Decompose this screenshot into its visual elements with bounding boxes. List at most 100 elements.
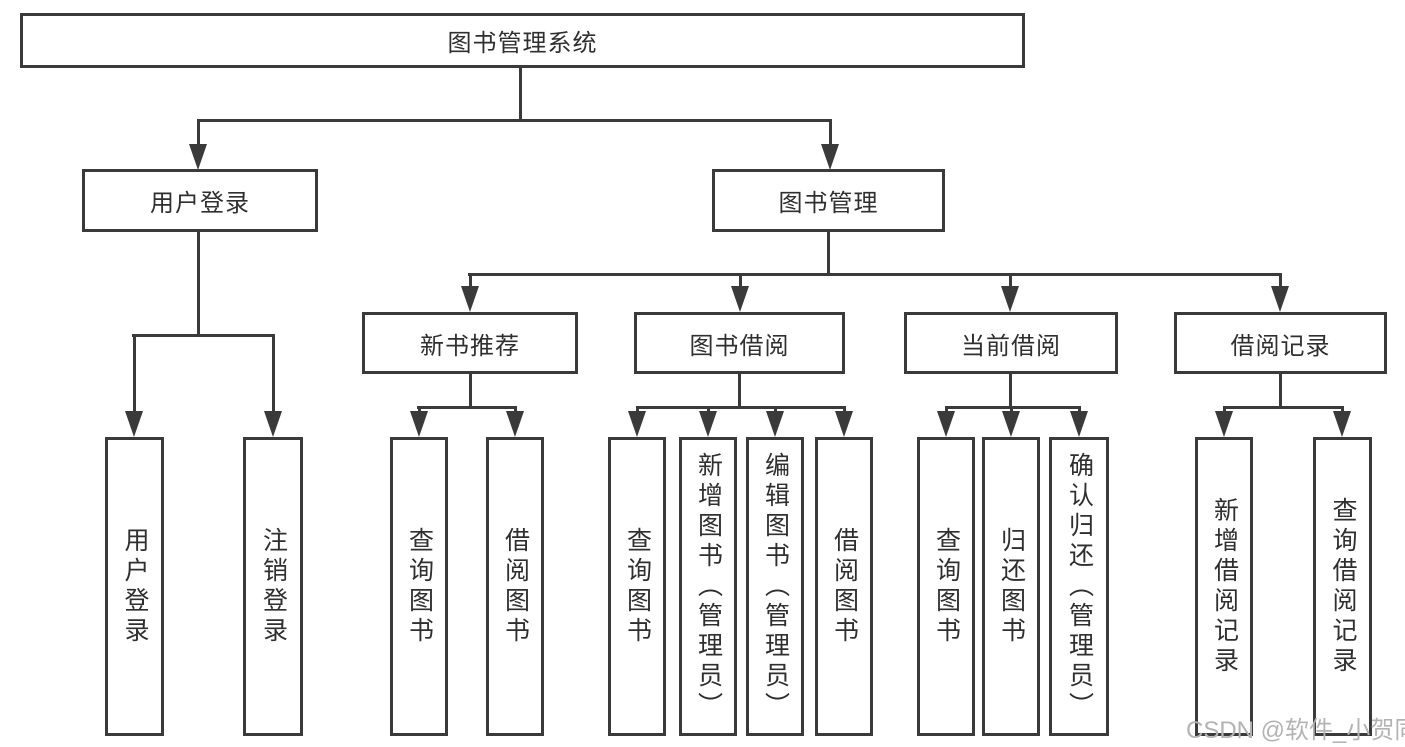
arrow-shaft — [738, 273, 742, 292]
node-library-system: 图书管理系统 — [20, 13, 1025, 68]
node-borrowing-records: 借阅记录 — [1174, 312, 1387, 374]
leaf-query-books-2-label: 查询图书 — [623, 526, 652, 647]
connector-arrow-borrow-books-2 — [835, 406, 853, 437]
connector-stem-borrowing-records — [1279, 373, 1282, 409]
connector-arrow-query-borrow-record — [1333, 406, 1351, 437]
connector-arrow-add-borrow-record — [1215, 406, 1233, 437]
connector-arrow-return-books — [1002, 406, 1020, 437]
arrow-shaft — [132, 334, 136, 417]
arrow-down-icon — [1070, 411, 1088, 437]
node-book-management: 图书管理 — [712, 169, 945, 232]
arrow-shaft — [1278, 273, 1282, 292]
connector-stem-new-book — [469, 373, 472, 409]
connector-bar-level1 — [197, 119, 832, 122]
connector-bar-new-book — [417, 406, 516, 409]
leaf-confirm-return-admin-label: 确认归还（管理员） — [1065, 451, 1094, 722]
arrow-down-icon — [410, 411, 428, 437]
leaf-logout-login: 注销登录 — [243, 437, 303, 736]
leaf-confirm-return-admin: 确认归还（管理员） — [1049, 437, 1109, 736]
leaf-borrow-books-2-label: 借阅图书 — [830, 526, 859, 647]
arrow-down-icon — [731, 286, 749, 312]
arrow-down-icon — [461, 286, 479, 312]
connector-bar-borrowing-records — [1223, 406, 1343, 409]
connector-stem-user-login — [197, 231, 200, 336]
leaf-query-borrow-record: 查询借阅记录 — [1313, 437, 1372, 736]
connector-stem-root — [519, 67, 522, 121]
arrow-down-icon — [506, 411, 524, 437]
leaf-return-books-label: 归还图书 — [997, 526, 1026, 647]
leaf-add-books-admin-label: 新增图书（管理员） — [694, 451, 723, 722]
leaf-user-login-label: 用户登录 — [121, 526, 149, 647]
connector-arrow-query-books-1 — [410, 406, 428, 437]
arrow-shaft — [1008, 273, 1012, 292]
connector-bar-book-borrowing — [636, 406, 845, 409]
leaf-borrow-books-1: 借阅图书 — [486, 437, 544, 736]
leaf-add-borrow-record-label: 新增借阅记录 — [1210, 496, 1239, 677]
arrow-shaft — [196, 119, 200, 150]
arrow-shaft — [271, 334, 275, 417]
node-borrowing-records-label: 借阅记录 — [1230, 332, 1331, 360]
csdn-watermark: CSDN @软件_小贺同学 — [1186, 717, 1405, 744]
leaf-query-books-3-label: 查询图书 — [932, 526, 961, 647]
connector-arrow-edit-books — [766, 406, 784, 437]
leaf-query-books-3: 查询图书 — [917, 437, 975, 736]
node-new-book-recommendation-label: 新书推荐 — [420, 332, 520, 360]
leaf-logout-login-label: 注销登录 — [259, 526, 288, 647]
connector-stem-book-management — [827, 231, 830, 275]
leaf-user-login: 用户登录 — [105, 437, 164, 736]
arrow-shaft — [828, 119, 832, 150]
node-library-system-label: 图书管理系统 — [447, 30, 598, 57]
leaf-return-books: 归还图书 — [982, 437, 1040, 736]
leaf-query-books-2: 查询图书 — [608, 437, 666, 736]
leaf-borrow-books-1-label: 借阅图书 — [501, 526, 530, 647]
leaf-query-books-1: 查询图书 — [390, 437, 448, 736]
connector-arrow-confirm-return — [1070, 406, 1088, 437]
leaf-query-books-1-label: 查询图书 — [405, 526, 434, 647]
arrow-down-icon — [699, 411, 717, 437]
node-current-borrowing-label: 当前借阅 — [961, 332, 1061, 360]
connector-arrow-borrowing-records — [1271, 273, 1289, 312]
arrow-down-icon — [125, 411, 143, 437]
node-current-borrowing: 当前借阅 — [904, 312, 1118, 374]
arrow-down-icon — [1001, 286, 1019, 312]
arrow-down-icon — [1271, 286, 1289, 312]
connector-bar-level3 — [468, 273, 1282, 276]
node-book-management-label: 图书管理 — [778, 190, 879, 217]
connector-arrow-book-borrowing — [731, 273, 749, 312]
connector-arrow-query-books-2 — [628, 406, 646, 437]
node-new-book-recommendation: 新书推荐 — [362, 312, 578, 374]
connector-bar-current-borrowing — [945, 406, 1080, 409]
connector-arrow-query-books-3 — [937, 406, 955, 437]
connector-arrow-borrow-books-1 — [506, 406, 524, 437]
arrow-down-icon — [937, 411, 955, 437]
arrow-down-icon — [1215, 411, 1233, 437]
node-user-login: 用户登录 — [82, 169, 318, 232]
leaf-edit-books-admin: 编辑图书（管理员） — [746, 437, 804, 736]
arrow-down-icon — [766, 411, 784, 437]
connector-bar-user-login — [132, 334, 275, 337]
arrow-shaft — [468, 273, 472, 292]
connector-arrow-book-management — [821, 119, 839, 170]
arrow-down-icon — [1002, 411, 1020, 437]
connector-arrow-current-borrowing — [1001, 273, 1019, 312]
arrow-down-icon — [264, 411, 282, 437]
leaf-add-books-admin: 新增图书（管理员） — [679, 437, 737, 736]
connector-arrow-user-login — [189, 119, 207, 170]
leaf-edit-books-admin-label: 编辑图书（管理员） — [761, 451, 790, 722]
connector-arrow-leaf-logout — [264, 334, 282, 437]
node-book-borrowing-label: 图书借阅 — [689, 332, 790, 360]
node-book-borrowing: 图书借阅 — [634, 312, 845, 374]
leaf-add-borrow-record: 新增借阅记录 — [1195, 437, 1253, 736]
leaf-borrow-books-2: 借阅图书 — [815, 437, 873, 736]
connector-stem-current-borrowing — [1009, 373, 1012, 409]
node-user-login-label: 用户登录 — [150, 190, 250, 217]
connector-arrow-new-book — [461, 273, 479, 312]
arrow-down-icon — [821, 144, 839, 170]
arrow-down-icon — [189, 144, 207, 170]
leaf-query-borrow-record-label: 查询借阅记录 — [1329, 496, 1357, 677]
connector-stem-book-borrowing — [738, 373, 741, 409]
arrow-down-icon — [835, 411, 853, 437]
arrow-down-icon — [1333, 411, 1351, 437]
arrow-down-icon — [628, 411, 646, 437]
